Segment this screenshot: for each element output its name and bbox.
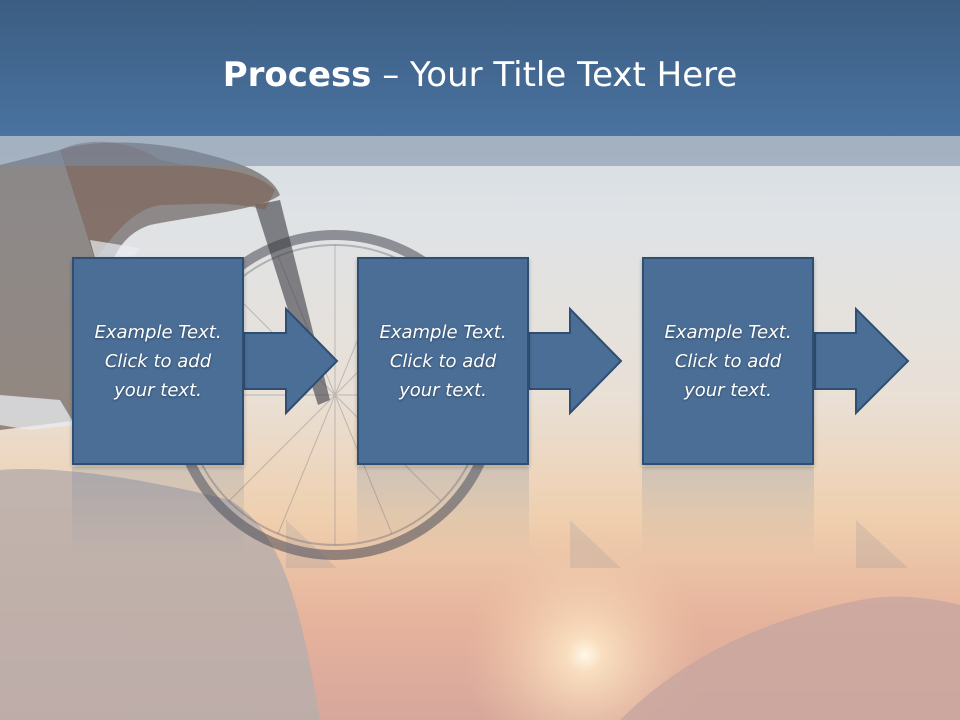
slide-title[interactable]: Process – Your Title Text Here bbox=[0, 52, 960, 98]
title-rest: – Your Title Text Here bbox=[371, 55, 738, 95]
process-step-2[interactable]: Example Text. Click to add your text. bbox=[357, 257, 529, 465]
title-accent-strip bbox=[0, 136, 960, 166]
step-2-text: Example Text. Click to add your text. bbox=[379, 321, 507, 401]
box-reflection-1 bbox=[72, 467, 244, 557]
process-step-3[interactable]: Example Text. Click to add your text. bbox=[642, 257, 814, 465]
arrow-3 bbox=[814, 306, 910, 416]
arrow-1 bbox=[243, 306, 339, 416]
step-1-text: Example Text. Click to add your text. bbox=[94, 321, 222, 401]
process-step-1[interactable]: Example Text. Click to add your text. bbox=[72, 257, 244, 465]
title-bold: Process bbox=[222, 55, 372, 95]
title-bar bbox=[0, 0, 960, 136]
box-reflection-2 bbox=[357, 467, 529, 557]
box-reflection-3 bbox=[642, 467, 814, 557]
arrow-2 bbox=[528, 306, 623, 416]
step-3-text: Example Text. Click to add your text. bbox=[664, 321, 792, 401]
